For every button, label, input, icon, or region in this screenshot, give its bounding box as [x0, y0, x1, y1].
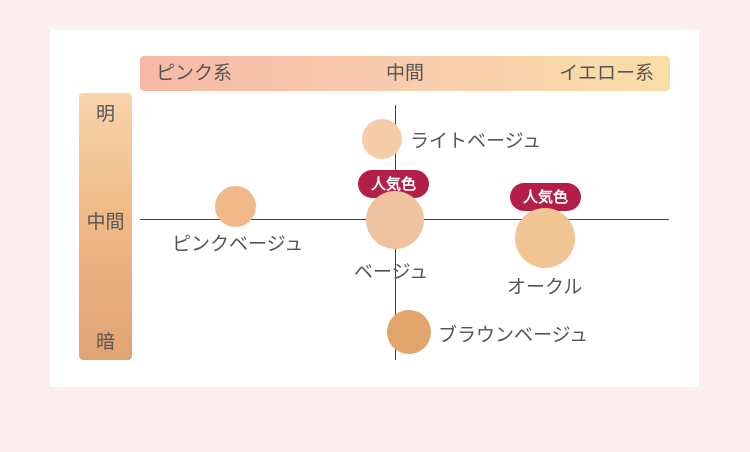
y-axis-center-label: 中間 — [86, 211, 125, 233]
shade-label-ochre: オークル — [507, 276, 583, 298]
x-axis-right-label: イエロー系 — [559, 62, 654, 84]
shade-label-pink-beige: ピンクベージュ — [172, 233, 304, 255]
shade-dot-beige — [366, 191, 424, 249]
shade-label-brown-beige: ブラウンベージュ — [438, 324, 589, 346]
shade-dot-ochre — [515, 208, 575, 268]
shade-dot-pink-beige — [215, 186, 256, 227]
popular-badge-ochre: 人気色 — [510, 183, 582, 211]
shade-label-beige: ベージュ — [354, 261, 429, 283]
y-axis-top-label: 明 — [95, 103, 115, 125]
x-axis-center-label: 中間 — [385, 62, 424, 84]
shade-label-light-beige: ライトベージュ — [410, 130, 542, 152]
y-axis-bottom-label: 暗 — [95, 331, 115, 353]
x-axis-left-label: ピンク系 — [156, 62, 233, 84]
shade-dot-light-beige — [362, 119, 402, 159]
shade-dot-brown-beige — [387, 310, 431, 354]
x-axis-scale-bar: ピンク系 中間 イエロー系 — [140, 56, 670, 91]
y-axis-scale-bar: 明 中間 暗 — [79, 93, 132, 360]
